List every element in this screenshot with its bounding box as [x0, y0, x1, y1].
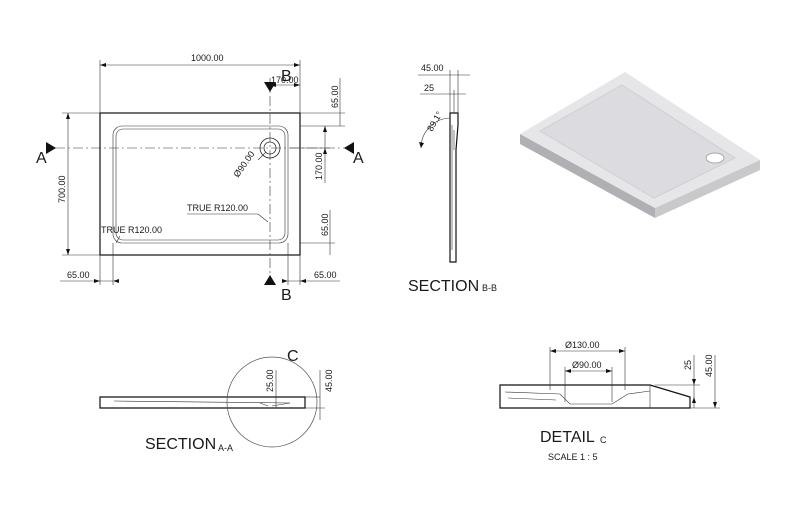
dim-height: 700.00 [57, 175, 67, 203]
plan-view: 1000.00 170.00 B B A A 700.00 65.00 [36, 53, 364, 304]
dim-detail-inner-diameter: Ø90.00 [572, 360, 602, 370]
detail-c-title: DETAIL [540, 429, 595, 446]
dim-bb-total: 45.00 [421, 63, 444, 73]
section-bb-view: 45.00 25 89.1° SECTION B-B [408, 63, 497, 295]
detail-c-circle [226, 356, 318, 448]
section-bb-title: SECTION [408, 278, 479, 295]
detail-c-marker: C [287, 348, 299, 365]
cut-b-bottom: B [281, 287, 292, 304]
section-aa-profile [99, 396, 306, 409]
detail-c-view: Ø130.00 Ø90.00 25 45.00 DETAIL C SCALE 1… [499, 340, 720, 462]
label-radius-inner: TRUE R120.00 [101, 225, 162, 235]
dim-detail-45: 45.00 [704, 354, 714, 377]
tray-3d-side-right [655, 160, 760, 218]
tray-3d-basin [538, 84, 737, 199]
dim-bb-angle: 89.1° [425, 109, 444, 133]
detail-c-profile [499, 384, 691, 409]
dim-detail-outer-diameter: Ø130.00 [565, 340, 600, 350]
dim-aa-25: 25.00 [265, 369, 275, 392]
section-aa-title: SECTION [145, 436, 216, 453]
section-bb-suffix: B-B [482, 283, 497, 293]
section-aa-suffix: A-A [218, 443, 233, 453]
tray-outline [99, 112, 301, 256]
dim-edge-bottom-right: 65.00 [314, 270, 337, 280]
dim-aa-45: 45.00 [324, 369, 334, 392]
dim-waste-offset-side: 170.00 [314, 152, 324, 180]
tray-3d-side-front [520, 134, 655, 218]
tray-basin [112, 125, 289, 244]
dim-waste-offset: 170.00 [271, 75, 299, 85]
cut-b-top: B [281, 68, 292, 85]
section-aa-view: C 25.00 45.00 SECTION A-A [99, 348, 334, 453]
detail-c-suffix: C [600, 435, 607, 445]
tray-basin-inner [115, 128, 286, 241]
dim-edge-top: 65.00 [330, 85, 340, 108]
dim-edge-bottom-left: 65.00 [67, 270, 90, 280]
dim-edge-right: 65.00 [320, 213, 330, 236]
tray-3d-waste [705, 152, 725, 164]
detail-c-scale: SCALE 1 : 5 [548, 452, 598, 462]
label-radius-outer: TRUE R120.00 [187, 203, 248, 213]
cut-a-left: A [36, 150, 47, 167]
cut-a-right: A [353, 150, 364, 167]
dim-detail-25: 25 [683, 360, 693, 370]
tray-3d-render [520, 72, 760, 218]
dim-bb-top: 25 [424, 83, 434, 93]
dim-width: 1000.00 [191, 53, 224, 63]
